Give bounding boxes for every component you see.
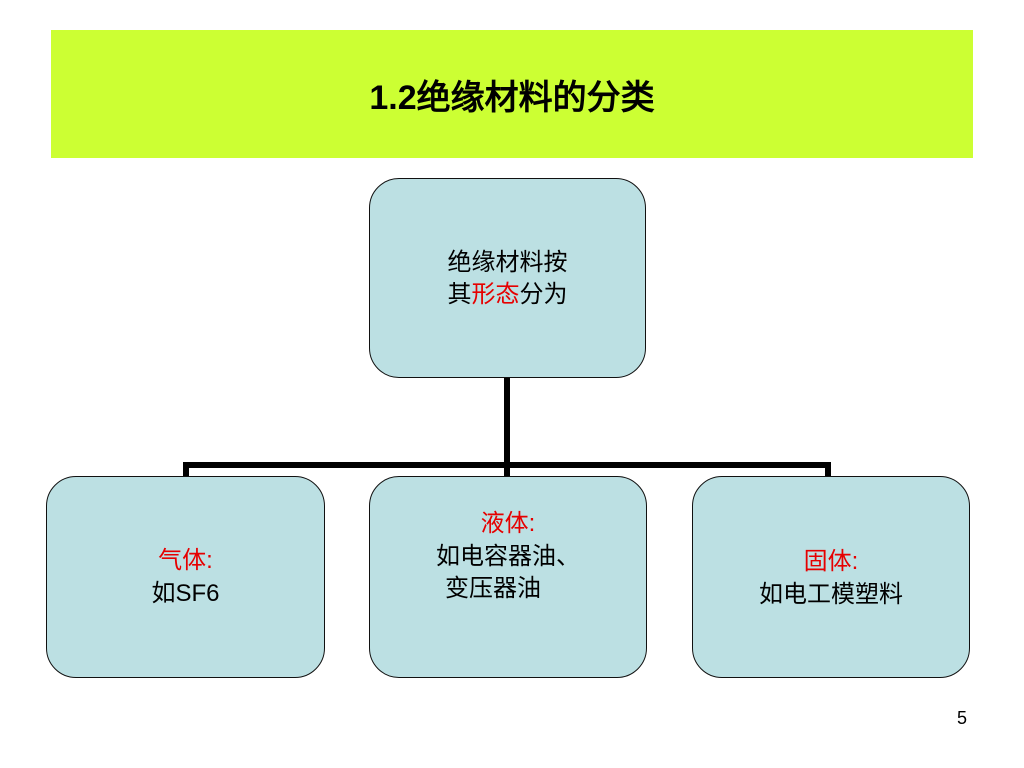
node-gas-desc: 如SF6	[151, 577, 219, 610]
node-gas-colon: :	[206, 547, 213, 574]
node-liquid-desc-line-1: 如电容器油、	[436, 542, 580, 570]
page-number: 5	[956, 708, 967, 728]
node-gas-heading: 气体:	[158, 544, 213, 577]
node-solid-label: 固体	[803, 546, 852, 575]
node-gas: 气体: 如SF6	[46, 476, 325, 678]
slide-title: 1.2绝缘材料的分类	[369, 78, 655, 117]
root-suffix: 分为	[519, 280, 568, 308]
root-highlight-form: 形态	[471, 280, 520, 308]
node-liquid-heading: 液体:	[481, 507, 536, 540]
node-solid-heading: 固体:	[804, 545, 859, 578]
root-prefix: 其	[447, 280, 472, 308]
node-solid-desc: 如电工模塑料	[759, 579, 903, 608]
node-liquid-colon: :	[528, 510, 536, 537]
node-liquid: 液体: 如电容器油、 变压器油	[369, 476, 647, 678]
node-liquid-desc-line-2: 变压器油	[445, 574, 541, 602]
root-line-1: 绝缘材料按	[447, 248, 568, 276]
node-gas-label: 气体	[158, 546, 207, 574]
title-banner: 1.2绝缘材料的分类	[51, 30, 973, 158]
node-gas-desc-cn: 如	[151, 579, 176, 607]
root-node: 绝缘材料按 其形态分为	[369, 178, 646, 378]
node-liquid-label: 液体	[480, 509, 529, 537]
node-solid: 固体: 如电工模塑料	[692, 476, 970, 678]
root-line-2: 其形态分为	[448, 278, 568, 310]
node-gas-desc-latin: SF6	[175, 580, 220, 607]
node-solid-colon: :	[851, 547, 859, 575]
